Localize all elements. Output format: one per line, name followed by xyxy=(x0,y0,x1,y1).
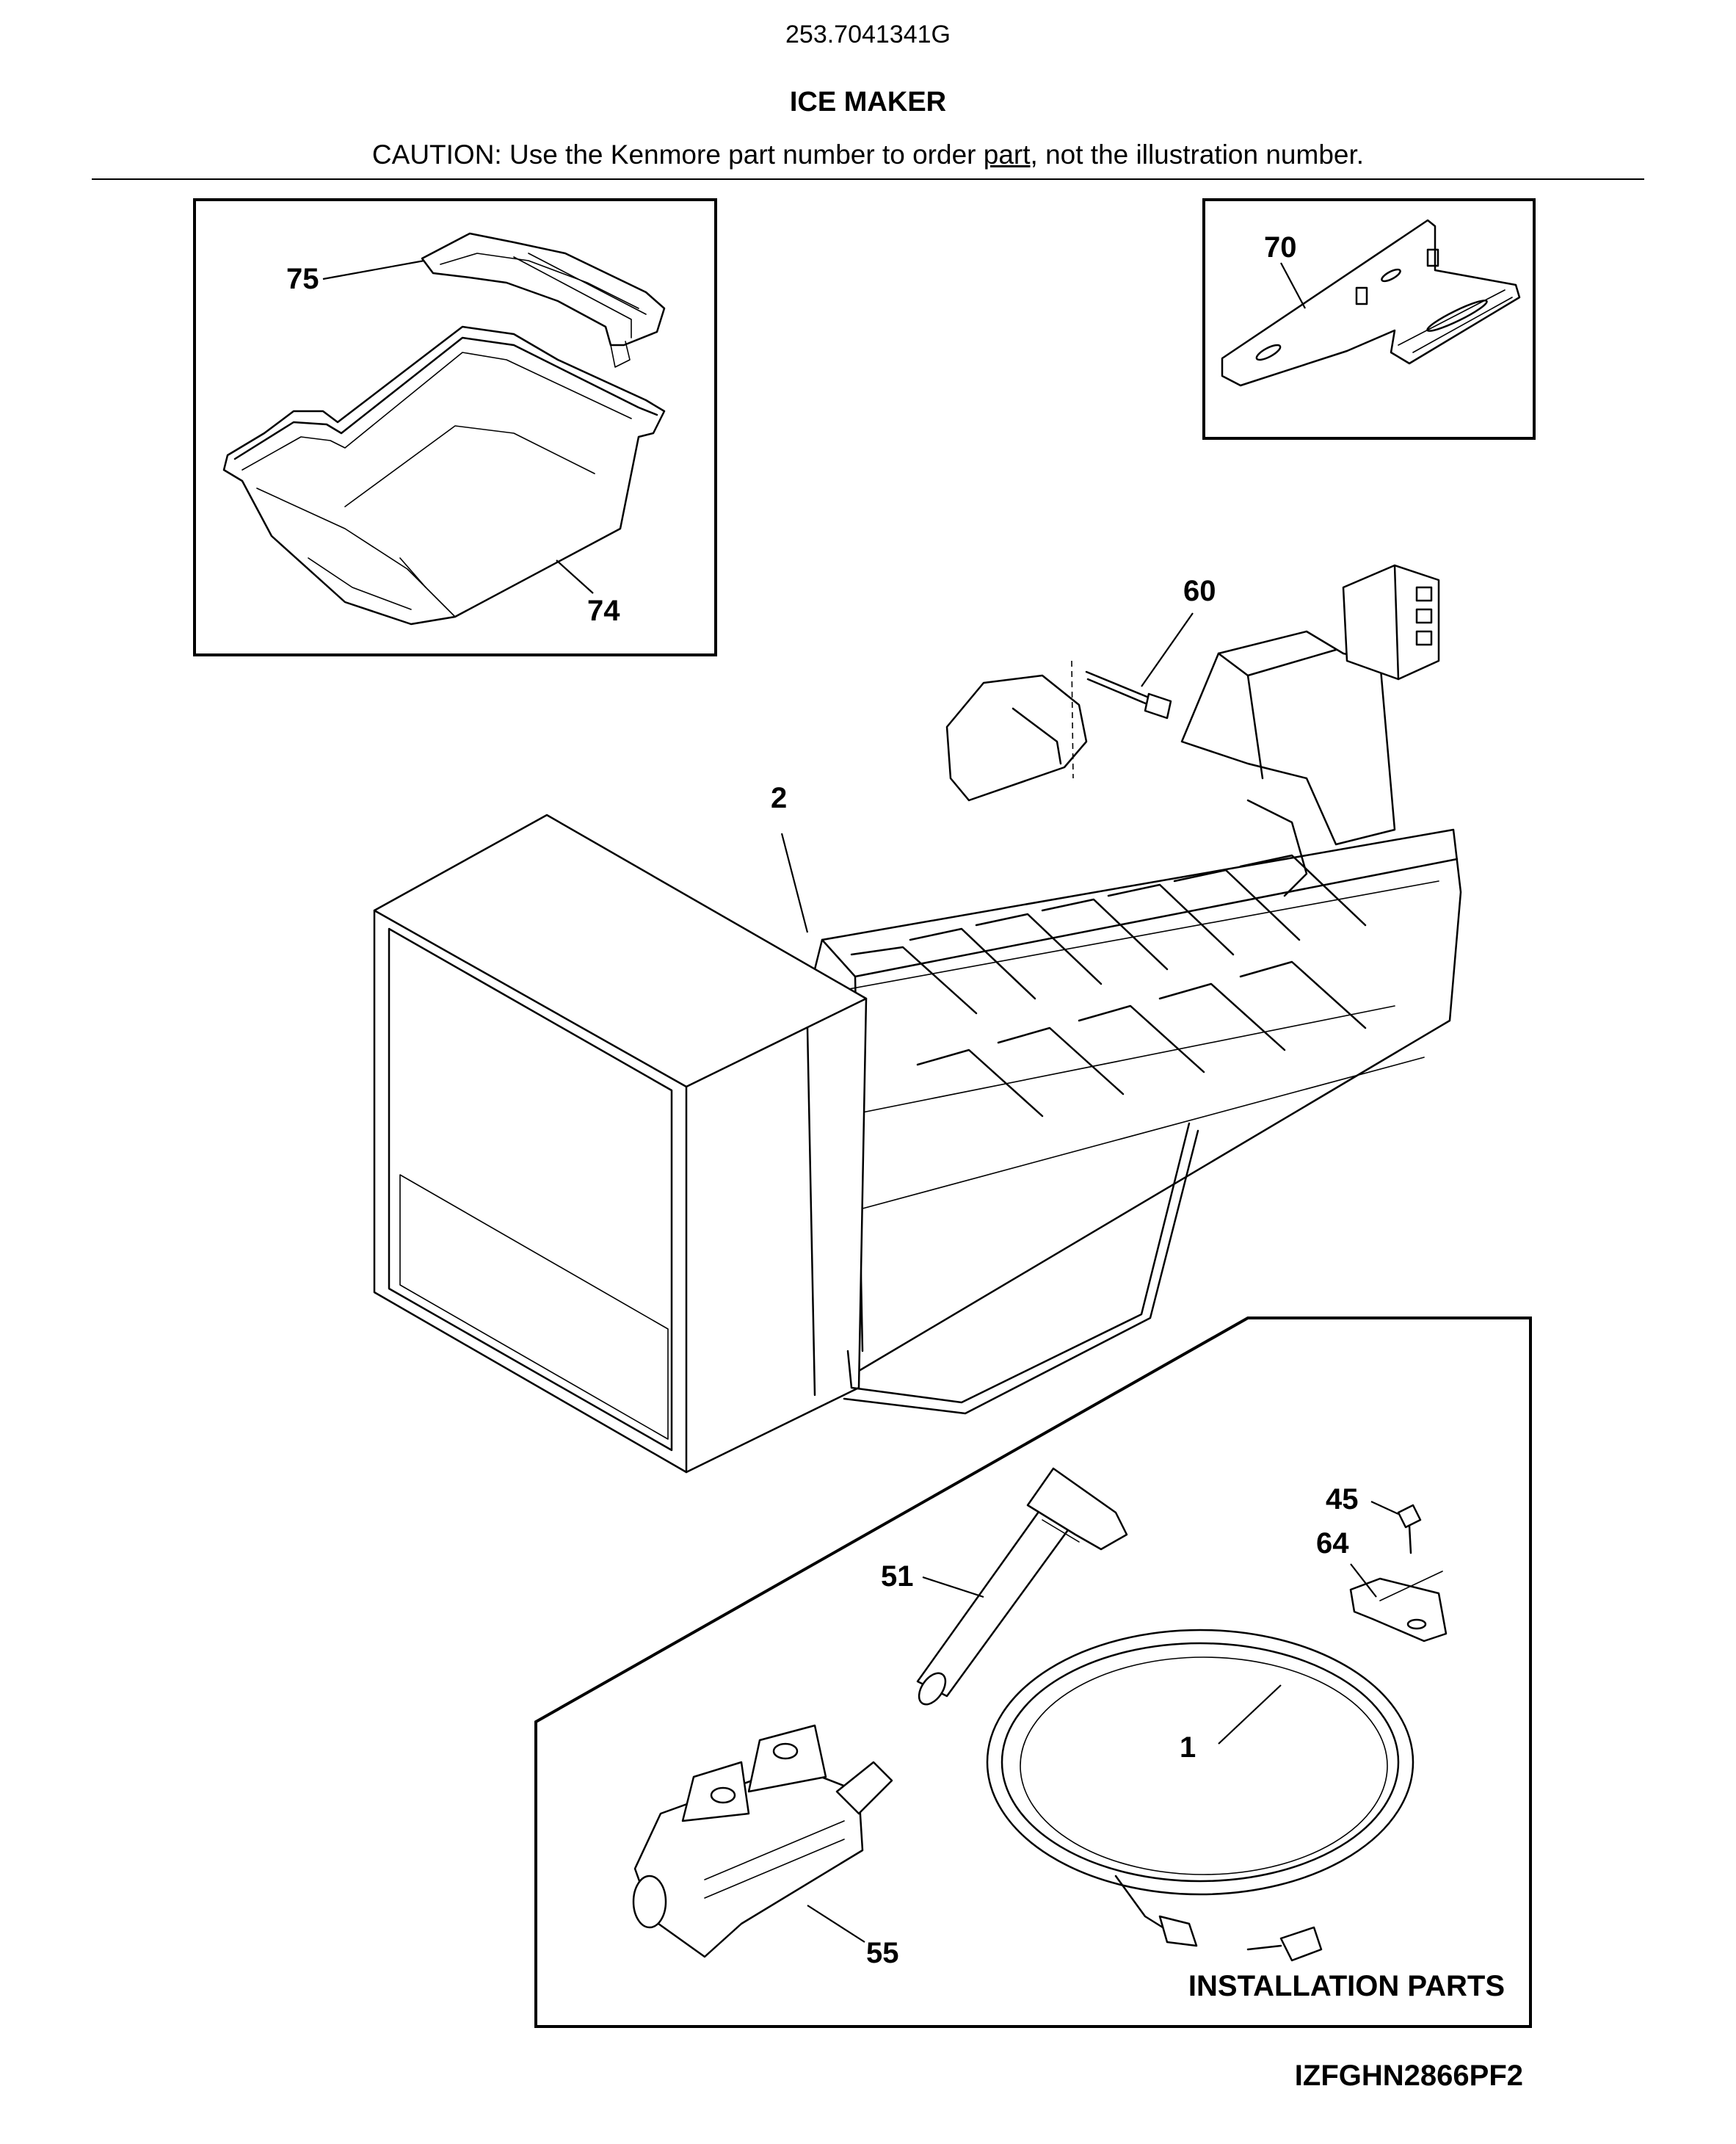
callout-1: 1 xyxy=(1180,1731,1196,1764)
callout-51: 51 xyxy=(881,1560,914,1593)
leader-64 xyxy=(1350,1563,1377,1598)
feeler-arm xyxy=(846,1122,1191,1404)
screw-dashed-guide xyxy=(1071,660,1074,779)
callout-55: 55 xyxy=(866,1937,899,1969)
bucket-cover-part xyxy=(421,232,666,368)
bracket-part xyxy=(1221,219,1521,387)
leader-51 xyxy=(922,1576,984,1598)
leader-75 xyxy=(322,259,425,280)
leader-45 xyxy=(1370,1501,1399,1515)
clamp-and-screw-parts xyxy=(1349,1504,1448,1643)
callout-70: 70 xyxy=(1264,231,1297,264)
callout-60: 60 xyxy=(1183,575,1216,607)
drawing-code: IZFGHN2866PF2 xyxy=(1295,2060,1523,2092)
ice-bucket-inset: 75 74 xyxy=(193,198,717,656)
leader-1 xyxy=(1218,1684,1282,1745)
header-divider xyxy=(92,178,1644,180)
fill-tube-part xyxy=(916,1467,1128,1706)
bracket-frame xyxy=(1202,198,1536,440)
motor-cover-housing xyxy=(1180,630,1396,846)
caution-suffix: , not the illustration number. xyxy=(1030,140,1365,170)
water-line-coil-part xyxy=(986,1629,1414,1962)
mounting-bracket-inset: 70 xyxy=(1202,198,1536,440)
ice-mold-body xyxy=(806,828,1462,1375)
page-title: ICE MAKER xyxy=(789,87,947,117)
callout-2: 2 xyxy=(771,782,787,814)
ejector-blades xyxy=(836,799,1439,1212)
model-number: 253.7041341G xyxy=(785,21,951,48)
installation-parts-label: INSTALLATION PARTS xyxy=(1188,1970,1505,2002)
leader-60 xyxy=(1141,612,1194,687)
leader-2 xyxy=(780,833,809,933)
screw-part-60 xyxy=(1085,670,1172,720)
caution-note: CAUTION: Use the Kenmore part number to … xyxy=(0,140,1736,170)
ice-bucket-part xyxy=(222,325,666,626)
ice-bucket-frame xyxy=(193,198,717,656)
rear-support xyxy=(945,674,1088,802)
callout-45: 45 xyxy=(1326,1483,1359,1515)
caution-prefix: CAUTION: Use the Kenmore part number to … xyxy=(371,140,984,170)
leader-70 xyxy=(1280,262,1306,309)
water-valve-part xyxy=(632,1724,893,1958)
control-housing xyxy=(373,814,868,1474)
callout-74: 74 xyxy=(587,595,620,627)
caution-underlined-word: part xyxy=(983,140,1031,170)
installation-frame xyxy=(534,1317,1532,2028)
callout-75: 75 xyxy=(286,263,319,295)
leader-55 xyxy=(807,1905,865,1943)
ice-maker-assembly: 60 2 xyxy=(373,564,1462,1474)
callout-64: 64 xyxy=(1316,1527,1349,1560)
leader-74 xyxy=(556,559,594,594)
installation-parts-panel: 51 45 64 1 xyxy=(534,1317,1532,2028)
